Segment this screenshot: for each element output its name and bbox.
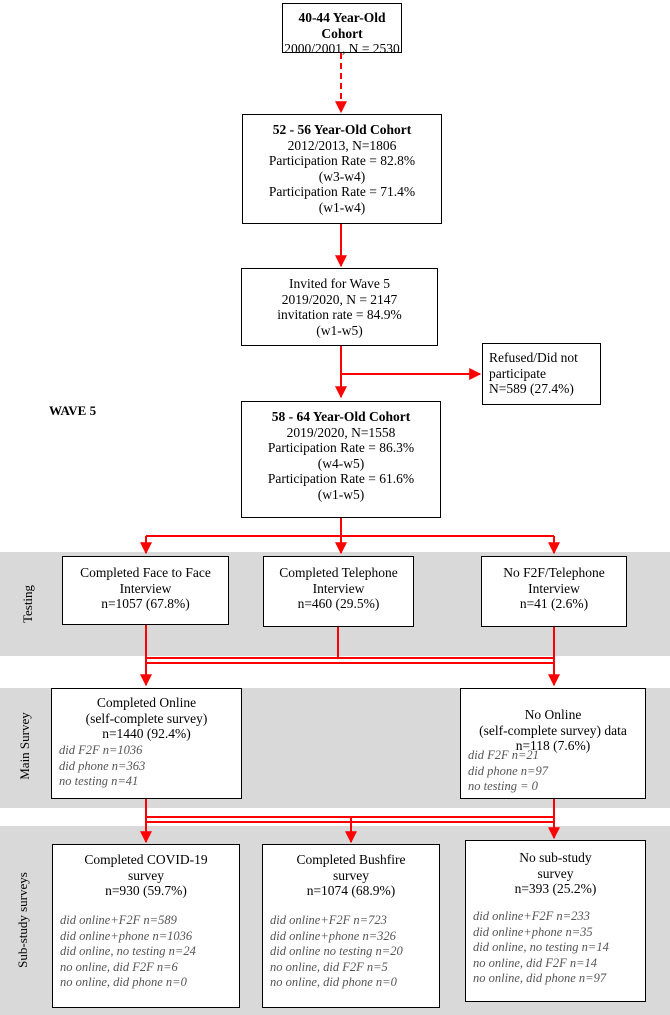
breakdown-item: no online, did phone n=0 <box>60 975 187 989</box>
online-complete-n: n=1440 (92.4%) <box>102 726 191 741</box>
no-substudy-line-1: No sub-study <box>519 850 592 865</box>
no-online-line-1: No Online <box>524 707 582 722</box>
breakdown-item: no testing = 0 <box>468 779 538 793</box>
cohort-2019-n: 2019/2020, N=1558 <box>286 424 396 440</box>
no-interview-line-1: No F2F/Telephone <box>503 565 605 580</box>
online-complete-line-2: (self-complete survey) <box>85 710 208 726</box>
invited-wave5-title: Invited for Wave 5 <box>288 276 390 291</box>
f2f-interview-line-1: Completed Face to Face <box>80 565 211 580</box>
cohort-2019-rate-1: Participation Rate = 86.3% <box>267 440 415 455</box>
cohort-2019-rate-2: Participation Rate = 61.6% <box>267 471 415 486</box>
covid-survey-breakdown: did online+F2F n=589 did online+phone n=… <box>60 913 196 991</box>
covid-survey-n: n=930 (59.7%) <box>105 883 187 898</box>
breakdown-item: no online, did F2F n=14 <box>473 955 598 970</box>
refused-box: Refused/Did not participate N=589 (27.4%… <box>482 343 601 405</box>
cohort-2019-title: 58 - 64 Year-Old Cohort <box>271 409 411 424</box>
invited-wave5-n: 2019/2020, N = 2147 <box>281 291 398 307</box>
cohort-2012-rate-2-waves: (w1-w4) <box>318 199 366 215</box>
breakdown-item: did F2F n=1036 <box>59 743 143 757</box>
cohort-2012-box: 52 - 56 Year-Old Cohort 2012/2013, N=180… <box>242 114 442 224</box>
cohort-2019-rate-2-waves: (w1-w5) <box>317 486 365 502</box>
no-online-box: No Online (self-complete survey) data n=… <box>460 688 646 799</box>
no-interview-n: n=41 (2.6%) <box>519 596 589 611</box>
online-complete-breakdown: did F2F n=1036 did phone n=363 no testin… <box>59 743 145 790</box>
no-online-line-2: (self-complete survey) data <box>479 722 627 738</box>
breakdown-item: did online, no testing n=14 <box>473 940 609 954</box>
no-substudy-line-2: survey <box>537 865 574 881</box>
breakdown-item: did F2F n=21 <box>468 748 539 762</box>
cohort-2000-box: 40-44 Year-Old Cohort 2000/2001, N = 253… <box>282 3 402 56</box>
no-interview-line-2: Interview <box>528 580 580 596</box>
covid-survey-line-2: survey <box>128 867 164 883</box>
no-substudy-n: n=393 (25.2%) <box>514 881 597 896</box>
breakdown-item: did online+F2F n=233 <box>473 909 590 923</box>
invited-wave5-waves: (w1-w5) <box>316 322 363 338</box>
breakdown-item: no online, did phone n=0 <box>270 975 397 989</box>
f2f-interview-box: Completed Face to Face Interview n=1057 … <box>62 556 229 625</box>
phone-interview-line-1: Completed Telephone <box>279 565 398 580</box>
phone-interview-line-2: Interview <box>312 580 365 596</box>
cohort-2012-rate-1: Participation Rate = 82.8% <box>268 153 416 168</box>
f2f-interview-n: n=1057 (67.8%) <box>101 596 190 611</box>
breakdown-item: did online+phone n=1036 <box>60 928 193 943</box>
breakdown-item: no testing n=41 <box>59 774 139 788</box>
breakdown-item: no online, did phone n=97 <box>473 971 607 985</box>
bushfire-survey-line-1: Completed Bushfire <box>296 852 406 867</box>
cohort-2019-rate-1-waves: (w4-w5) <box>317 455 365 471</box>
breakdown-item: did online+phone n=326 <box>270 928 396 943</box>
breakdown-item: did phone n=363 <box>59 758 146 773</box>
cohort-2000-n: 2000/2001, N = 2530 <box>284 41 400 56</box>
invited-wave5-rate: invitation rate = 84.9% <box>277 307 402 322</box>
bushfire-survey-breakdown: did online+F2F n=723 did online+phone n=… <box>270 913 403 991</box>
bushfire-survey-box: Completed Bushfire survey n=1074 (68.9%) <box>262 844 440 1008</box>
online-complete-line-1: Completed Online <box>96 695 197 710</box>
no-substudy-breakdown: did online+F2F n=233 did online+phone n=… <box>473 909 609 987</box>
wave-label: WAVE 5 <box>49 403 97 418</box>
bushfire-survey-n: n=1074 (68.9%) <box>306 883 396 898</box>
no-interview-box: No F2F/Telephone Interview n=41 (2.6%) <box>481 556 627 627</box>
no-substudy-box: No sub-study survey n=393 (25.2%) <box>465 840 646 1002</box>
phone-interview-n: n=460 (29.5%) <box>297 596 380 611</box>
cohort-2012-n: 2012/2013, N=1806 <box>287 137 397 153</box>
cohort-2000-title: 40-44 Year-Old Cohort <box>298 10 386 41</box>
cohort-2019-box: 58 - 64 Year-Old Cohort 2019/2020, N=155… <box>241 401 441 518</box>
refused-n: N=589 (27.4%) <box>489 381 574 396</box>
breakdown-item: no online, did F2F n=6 <box>60 959 178 974</box>
refused-line-2: participate <box>489 365 546 381</box>
cohort-2012-rate-1-waves: (w3-w4) <box>318 168 366 184</box>
online-complete-box: Completed Online (self-complete survey) … <box>51 688 242 799</box>
bushfire-survey-line-2: survey <box>333 867 369 883</box>
refused-line-1: Refused/Did not <box>489 350 578 365</box>
breakdown-item: did online+phone n=35 <box>473 924 593 939</box>
breakdown-item: did online, no testing n=24 <box>60 944 196 958</box>
f2f-interview-line-2: Interview <box>119 580 172 596</box>
covid-survey-box: Completed COVID-19 survey n=930 (59.7%) <box>52 844 240 1008</box>
no-online-n: n=118 (7.6%) <box>515 738 591 753</box>
breakdown-item: did phone n=97 <box>468 763 548 778</box>
covid-survey-line-1: Completed COVID-19 <box>84 852 208 867</box>
breakdown-item: no online, did F2F n=5 <box>270 959 388 974</box>
phone-interview-box: Completed Telephone Interview n=460 (29.… <box>263 556 414 627</box>
no-online-breakdown: did F2F n=21 did phone n=97 no testing =… <box>468 748 548 795</box>
breakdown-item: did online no testing n=20 <box>270 944 403 958</box>
breakdown-item: did online+F2F n=589 <box>60 913 177 927</box>
invited-wave5-box: Invited for Wave 5 2019/2020, N = 2147 i… <box>241 268 438 346</box>
cohort-2012-rate-2: Participation Rate = 71.4% <box>268 184 416 199</box>
cohort-2012-title: 52 - 56 Year-Old Cohort <box>272 122 412 137</box>
breakdown-item: did online+F2F n=723 <box>270 913 387 927</box>
